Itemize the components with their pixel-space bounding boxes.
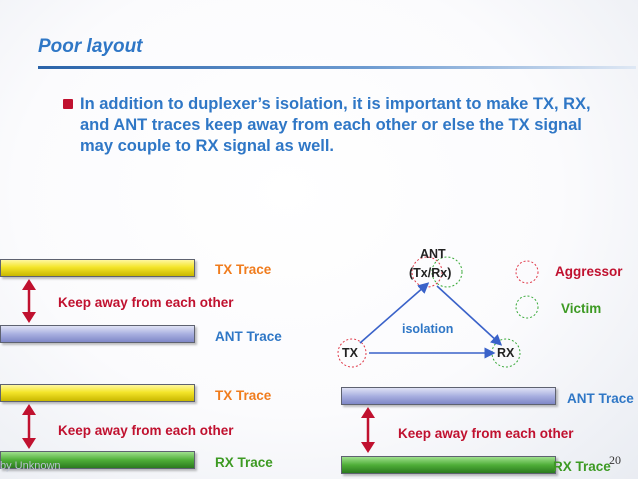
rx-node-circle [491,338,521,368]
arrowhead-down-3 [361,442,375,453]
aggressor-legend-circle [515,260,539,284]
ant-victim-circle [431,256,463,288]
slide-number: 20 [609,453,621,467]
arrowhead-down-2 [22,438,36,449]
tx-node-circle [337,338,367,368]
arrowhead-down-1 [22,312,36,323]
victim-legend-circle [515,295,539,319]
rx-trace-label-right: RX Trace [553,459,611,474]
tx-trace-label-top: TX Trace [215,262,272,277]
rx-node-label: RX [497,346,515,360]
arrow-ant-to-rx [436,285,503,346]
title-divider [38,66,636,69]
rx-trace-bar-left [0,451,195,469]
aggressor-legend-label: Aggressor [555,264,623,279]
arrowhead-up-3 [361,407,375,418]
tx-trace-bar-top [0,259,195,277]
ant-node-sublabel: (Tx/Rx) [409,266,452,280]
ant-node-label: ANT [420,247,446,261]
ant-trace-label-right: ANT Trace [567,391,634,406]
arrow-tx-to-ant [359,282,430,344]
bullet-square-icon [63,99,73,109]
rx-trace-label-left: RX Trace [215,455,273,470]
bullet-text: In addition to duplexer’s isolation, it … [80,95,591,155]
tx-node-label: TX [342,346,358,360]
ant-trace-bar-left [0,325,195,343]
arrowhead-up-1 [22,279,36,290]
isolation-label: isolation [402,322,454,336]
ant-aggressor-circle [411,256,443,288]
victim-legend-label: Victim [561,301,602,316]
slide-title: Poor layout [38,36,143,57]
arrowhead-up-2 [22,404,36,415]
keep-away-label-bottom-left: Keep away from each other [58,423,234,438]
ant-trace-label-left: ANT Trace [215,329,282,344]
tx-trace-label-bottom: TX Trace [215,388,272,403]
keep-away-label-top: Keep away from each other [58,295,234,310]
tx-trace-bar-bottom [0,384,195,402]
keep-away-label-bottom-right: Keep away from each other [398,426,574,441]
rx-trace-bar-right [341,456,556,474]
footer-watermark: by Unknown [0,460,61,472]
ant-trace-bar-right [341,387,556,405]
